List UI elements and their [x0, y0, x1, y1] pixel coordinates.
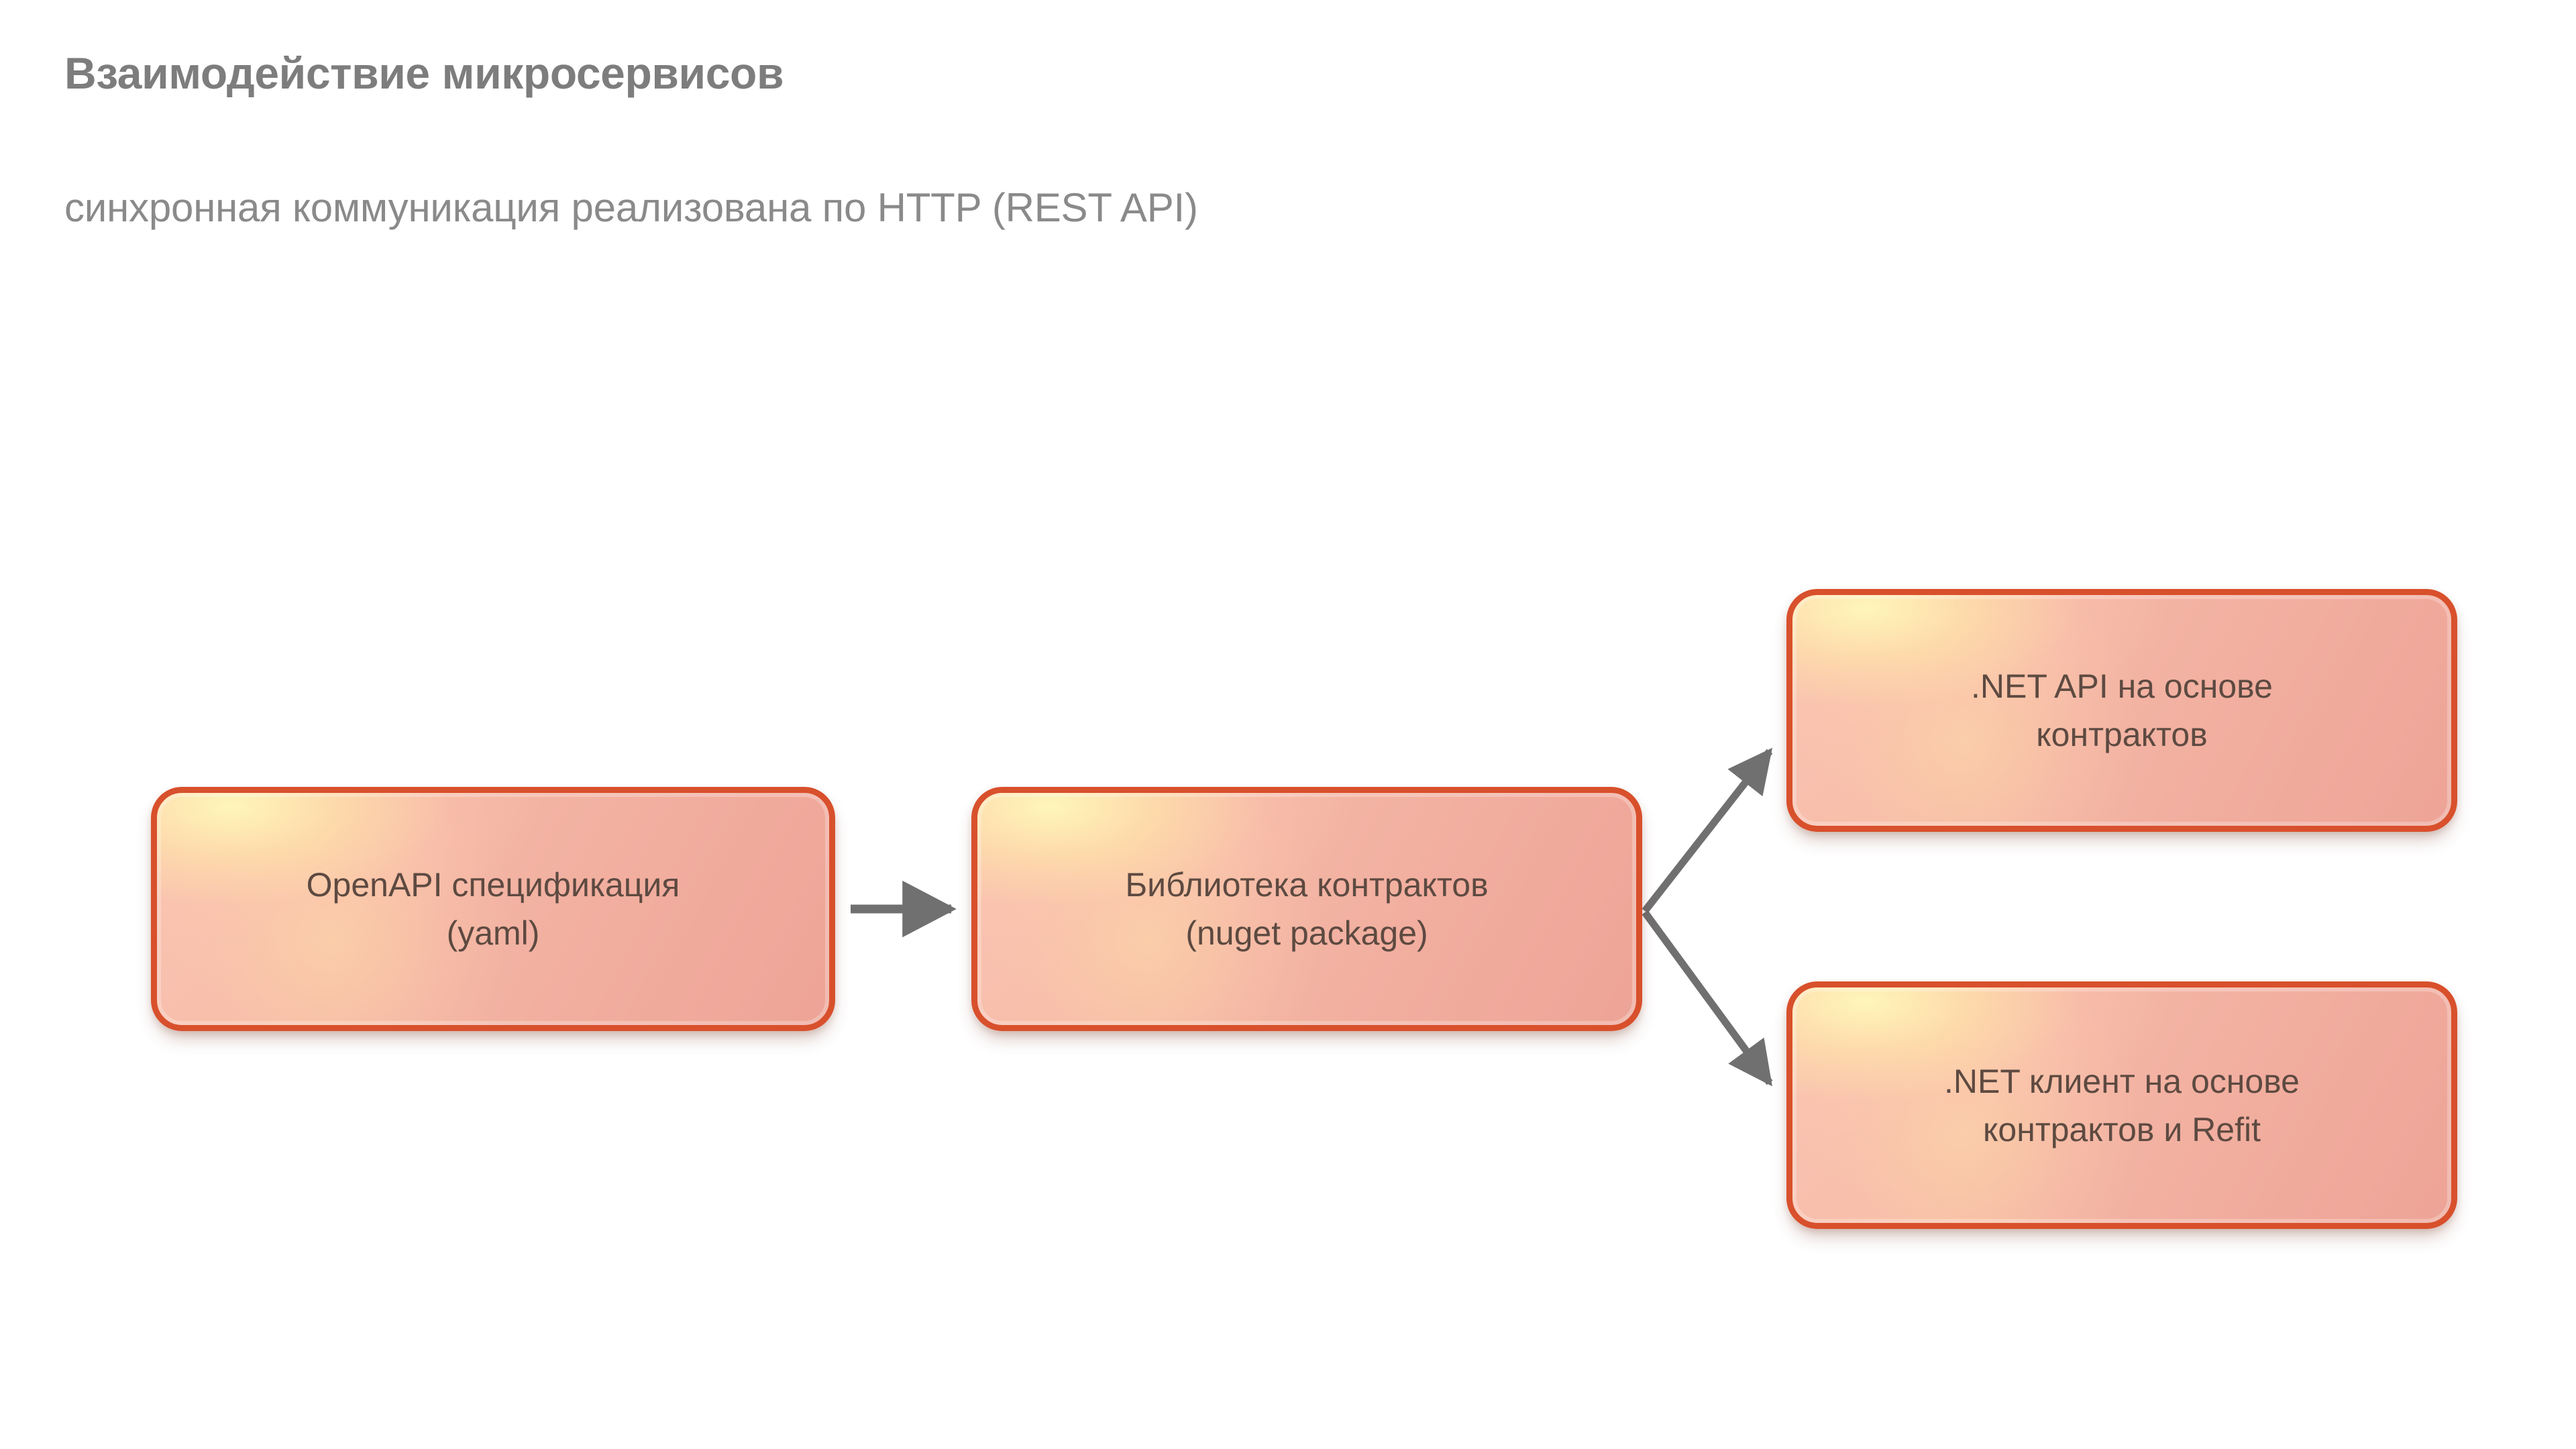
- node-dotnet-client-label: .NET клиент на основе контрактов и Refit: [1944, 1062, 2300, 1148]
- node-dotnet-api-label: .NET API на основе контрактов: [1971, 667, 2273, 753]
- node-openapi-spec[interactable]: OpenAPI спецификация (yaml): [151, 787, 835, 1031]
- node-dotnet-client[interactable]: .NET клиент на основе контрактов и Refit: [1786, 981, 2457, 1229]
- arrow-contracts-to-api: [1642, 747, 1773, 914]
- page-subtitle: синхронная коммуникация реализована по H…: [64, 185, 1198, 230]
- node-contracts-library[interactable]: Библиотека контрактов (nuget package): [971, 787, 1642, 1031]
- node-contracts-library-label: Библиотека контрактов (nuget package): [1125, 866, 1489, 952]
- node-dotnet-api[interactable]: .NET API на основе контрактов: [1786, 589, 2457, 832]
- arrow-contracts-to-client: [1642, 910, 1773, 1087]
- page-title: Взаимодействие микросервисов: [64, 48, 784, 98]
- node-openapi-spec-label: OpenAPI спецификация (yaml): [306, 866, 680, 952]
